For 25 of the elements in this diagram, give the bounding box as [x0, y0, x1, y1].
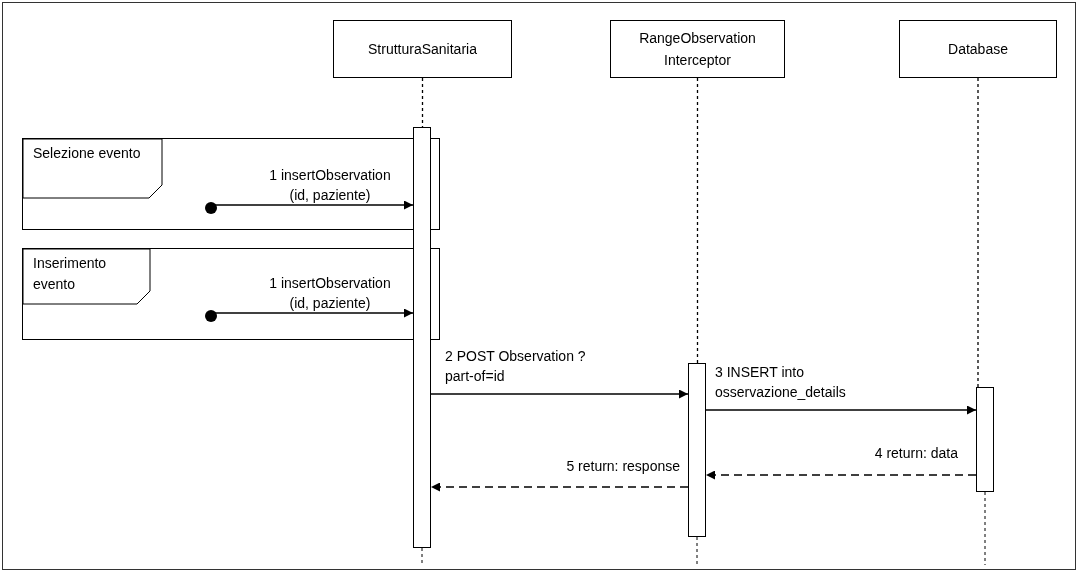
lifeline-header-box: RangeObservation Interceptor	[610, 20, 785, 78]
activation-bar	[413, 127, 431, 548]
lifeline	[696, 77, 699, 364]
fragment-label: Inserimento evento	[33, 254, 108, 294]
message-arrow	[430, 389, 689, 399]
fragment-frame	[22, 248, 440, 340]
message-arrow	[705, 405, 977, 415]
start-dot	[205, 310, 217, 322]
lifeline-header-box: StrutturaSanitaria	[333, 20, 512, 78]
activation-bar	[976, 387, 994, 492]
message-label: 1 insertObservation (id, paziente)	[268, 274, 392, 313]
return-arrow	[430, 482, 689, 492]
message-label: 1 insertObservation (id, paziente)	[268, 166, 392, 205]
activation-bar	[688, 363, 706, 537]
return-arrow	[705, 470, 977, 480]
message-label: 4 return: data	[873, 444, 958, 463]
fragment-label: Selezione evento	[33, 144, 142, 163]
fragment-frame	[22, 138, 440, 230]
start-dot	[205, 202, 217, 214]
lifeline-header-box: Database	[899, 20, 1057, 78]
lifeline	[977, 77, 979, 388]
lifeline	[421, 77, 424, 128]
message-label: 3 INSERT into osservazione_details	[715, 363, 847, 402]
message-label: 5 return: response	[565, 457, 680, 476]
message-label: 2 POST Observation ?part-of=id	[445, 347, 587, 386]
